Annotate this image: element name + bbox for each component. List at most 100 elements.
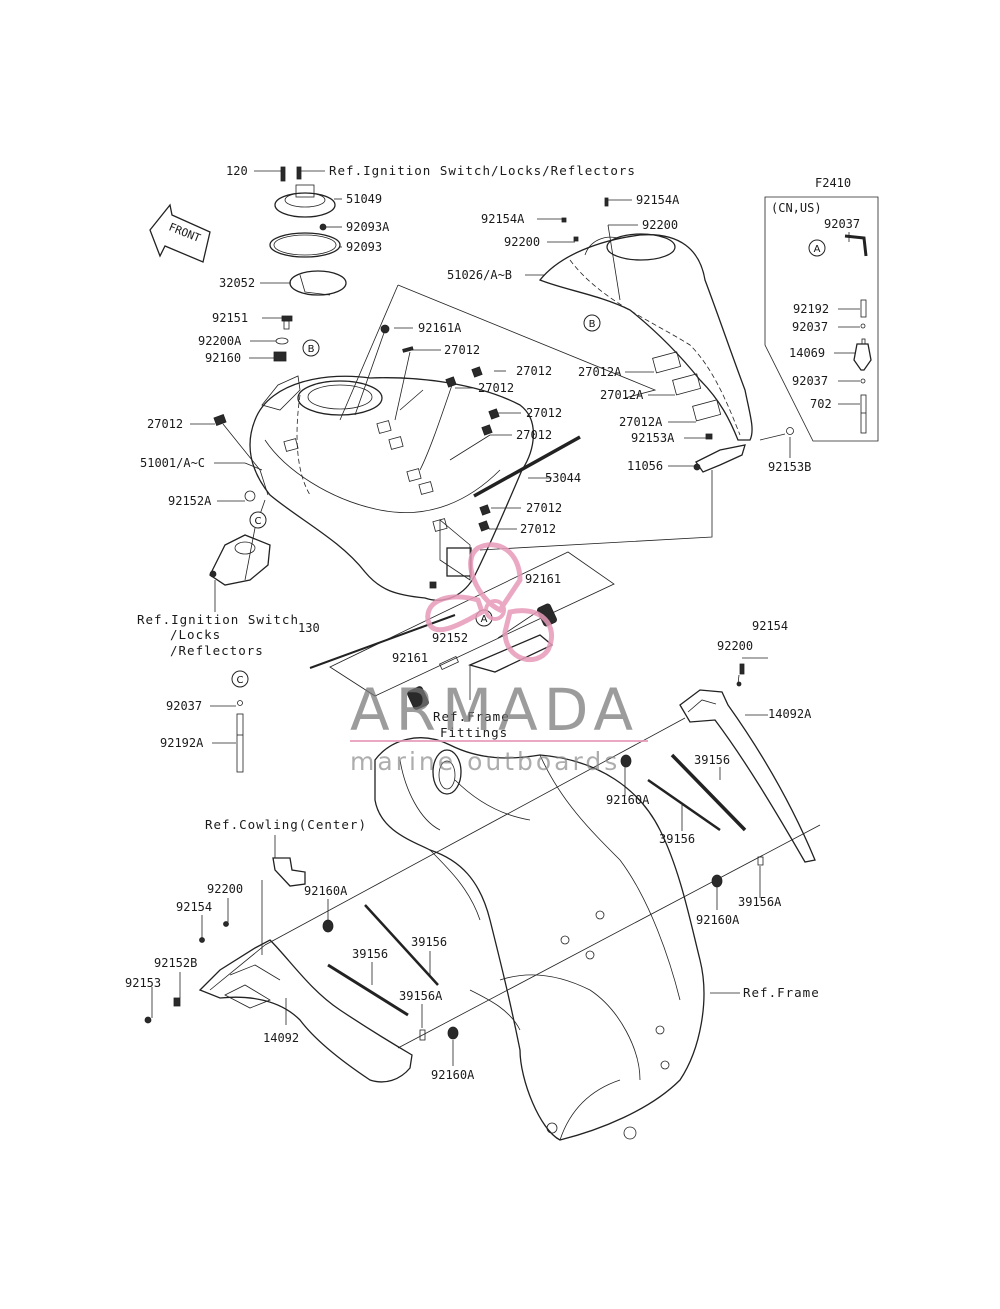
label-27012A-a: 27012A	[578, 365, 622, 379]
watermark-brand: ARMADA	[350, 676, 639, 744]
svg-text:C: C	[255, 516, 262, 527]
label-92152B: 92152B	[154, 956, 197, 970]
watermark-tagline: marine outboards	[350, 747, 620, 776]
label-92160A-b: 92160A	[696, 913, 740, 927]
label-11056: 11056	[627, 459, 663, 473]
callout-b-cover: B	[583, 314, 601, 332]
label-92037-b: 92037	[792, 320, 828, 334]
svg-text:B: B	[589, 319, 596, 330]
svg-text:C: C	[237, 675, 244, 686]
label-92037-d: 92037	[166, 699, 202, 713]
ref-frame-fittings-2: Fittings	[440, 725, 508, 740]
label-39156-d: 39156	[352, 947, 388, 961]
ref-frame: Ref.Frame	[743, 985, 820, 1000]
label-92154-a: 92154	[752, 619, 788, 633]
label-702: 702	[810, 397, 832, 411]
label-92200-a: 92200	[642, 218, 678, 232]
ref-ignition-left-1: Ref.Ignition Switch	[137, 612, 299, 627]
label-92160A-a: 92160A	[606, 793, 650, 807]
label-27012A-b: 27012A	[600, 388, 644, 402]
label-92093: 92093	[346, 240, 382, 254]
fuel-tank-51001	[213, 324, 581, 601]
side-cover-14092A	[620, 663, 816, 888]
svg-text:A: A	[481, 614, 488, 625]
label-39156-a: 39156	[694, 753, 730, 767]
callout-b-tank: B	[302, 339, 320, 357]
label-92153: 92153	[125, 976, 161, 990]
callout-a-box: A	[808, 239, 826, 257]
label-39156-b: 39156	[659, 832, 695, 846]
label-27012-e: 27012	[516, 428, 552, 442]
label-27012-g: 27012	[526, 501, 562, 515]
label-27012-a: 27012	[444, 343, 480, 357]
label-32052: 32052	[219, 276, 255, 290]
label-39156-c: 39156	[411, 935, 447, 949]
ignition-switch-shape	[209, 534, 271, 612]
region-note: (CN,US)	[771, 201, 822, 215]
ref-ignition-top: Ref.Ignition Switch/Locks/Reflectors	[329, 163, 636, 178]
label-51001: 51001/A~C	[140, 456, 205, 470]
frame-guides	[209, 717, 821, 1049]
figure-code: F2410	[815, 176, 851, 190]
label-92154A-a: 92154A	[636, 193, 680, 207]
label-27012-h: 27012	[520, 522, 556, 536]
label-39156A-b: 39156A	[399, 989, 443, 1003]
label-92161-b: 92161	[392, 651, 428, 665]
cap-leaders	[249, 170, 342, 359]
front-arrow-label: FRONT	[167, 220, 203, 245]
label-14092: 14092	[263, 1031, 299, 1045]
label-92192: 92192	[793, 302, 829, 316]
ref-frame-fittings-1: Ref.Frame	[433, 709, 510, 724]
label-51026: 51026/A~B	[447, 268, 512, 282]
tank-cover-51026	[538, 197, 794, 473]
watermark-logo: ARMADA marine outboards	[350, 542, 648, 776]
label-14069: 14069	[789, 346, 825, 360]
label-27012-c: 27012	[478, 381, 514, 395]
label-27012-d: 27012	[526, 406, 562, 420]
label-92200-c: 92200	[717, 639, 753, 653]
label-14092A: 14092A	[768, 707, 812, 721]
label-92192A: 92192A	[160, 736, 204, 750]
ring-32052-shape	[289, 270, 347, 296]
side-cover-14092	[144, 857, 459, 1083]
label-92160A-d: 92160A	[431, 1068, 475, 1082]
label-92154A-b: 92154A	[481, 212, 525, 226]
label-120: 120	[226, 164, 248, 178]
front-arrow-icon	[149, 203, 211, 263]
callout-c-left: C	[231, 670, 249, 688]
label-27012A-c: 27012A	[619, 415, 663, 429]
label-92037-c: 92037	[792, 374, 828, 388]
svg-text:B: B	[308, 344, 315, 355]
callout-c-tank: C	[249, 511, 267, 529]
label-130: 130	[298, 621, 320, 635]
label-92037-a: 92037	[824, 217, 860, 231]
fuel-cap-assembly	[269, 166, 347, 362]
label-27012-b: 27012	[516, 364, 552, 378]
label-53044: 53044	[545, 471, 581, 485]
ref-cowling-center: Ref.Cowling(Center)	[205, 817, 367, 832]
gasket-92093-shape	[269, 232, 341, 258]
ref-ignition-left-3: /Reflectors	[170, 643, 264, 658]
svg-text:A: A	[814, 244, 821, 255]
bolt-120-shape	[280, 166, 286, 182]
label-27012-f: 27012	[147, 417, 183, 431]
label-92160: 92160	[205, 351, 241, 365]
label-92152A: 92152A	[168, 494, 212, 508]
label-92200A: 92200A	[198, 334, 242, 348]
label-92160A-c: 92160A	[304, 884, 348, 898]
frame-shape	[374, 737, 705, 1141]
label-92153B: 92153B	[768, 460, 811, 474]
ref-ignition-left-2: /Locks	[170, 627, 221, 642]
cn-us-box	[764, 196, 879, 442]
label-92152: 92152	[432, 631, 468, 645]
label-39156A-a: 39156A	[738, 895, 782, 909]
propeller-icon	[425, 542, 555, 663]
label-92161-a: 92161	[525, 572, 561, 586]
label-92154-b: 92154	[176, 900, 212, 914]
label-51049: 51049	[346, 192, 382, 206]
label-92161A: 92161A	[418, 321, 462, 335]
label-92151: 92151	[212, 311, 248, 325]
tank-leaders	[190, 284, 657, 581]
cover-leaders	[479, 199, 791, 551]
